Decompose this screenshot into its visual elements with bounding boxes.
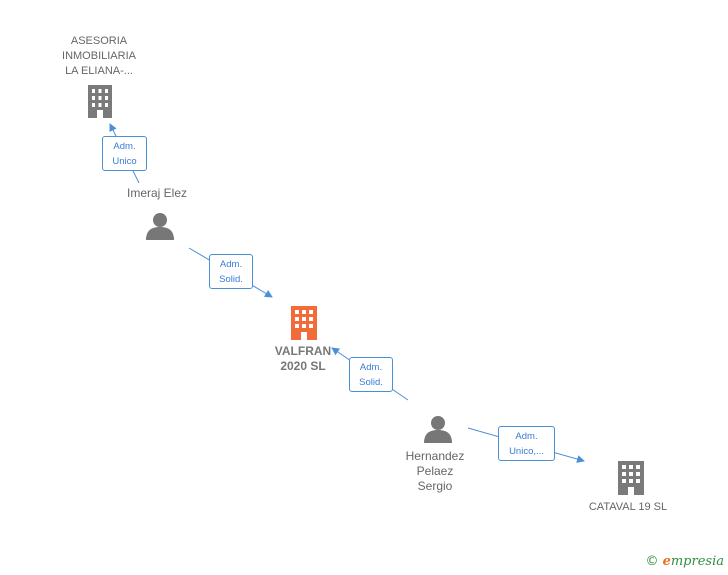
company-label-cataval[interactable]: CATAVAL 19 SL (568, 500, 688, 515)
person-icon[interactable] (146, 213, 174, 240)
building-icon[interactable] (618, 461, 644, 495)
person-label-imeraj[interactable]: Imeraj Elez (107, 186, 207, 201)
label-line: Imeraj Elez (126, 186, 188, 200)
label-line: Pelaez (416, 464, 454, 478)
label-line: CATAVAL 19 SL (588, 501, 668, 513)
person-icon[interactable] (424, 416, 452, 443)
edge-label-line: Adm. (113, 141, 136, 152)
label-line: LA ELIANA-... (65, 65, 133, 77)
person-label-hernandez[interactable]: Hernandez Pelaez Sergio (385, 449, 485, 494)
edge-label-hernandez-valfran[interactable]: Adm. Solid. (349, 357, 393, 392)
edge-label-imeraj-asesoria[interactable]: Adm. Unico (102, 136, 147, 171)
label-line: INMOBILIARIA (62, 50, 136, 62)
edge-label-line: Solid. (359, 377, 383, 388)
brand-initial: e (662, 554, 671, 569)
copyright-symbol: © (645, 554, 659, 569)
edge-label-line: Adm. (359, 362, 383, 373)
edge-label-line: Adm. (515, 431, 538, 442)
label-line: 2020 SL (280, 359, 326, 373)
label-line: ASESORIA (70, 35, 128, 47)
company-label-valfran[interactable]: VALFRAN 2020 SL (253, 344, 353, 374)
label-line: Sergio (417, 479, 453, 493)
building-icon[interactable] (291, 306, 317, 340)
company-label-asesoria[interactable]: ASESORIA INMOBILIARIA LA ELIANA-... (44, 34, 154, 79)
brand-name: mpresia (670, 554, 724, 569)
building-icon[interactable] (88, 85, 112, 118)
label-line: Hernandez (405, 449, 465, 463)
edge-label-hernandez-cataval[interactable]: Adm. Unico,... (498, 426, 555, 461)
edge-label-line: Solid. (219, 274, 243, 285)
brand-logo: © empresia (645, 554, 724, 569)
edge-label-line: Unico (112, 156, 137, 167)
label-line: VALFRAN (274, 344, 332, 358)
edge-label-line: Adm. (219, 259, 243, 270)
edge-label-imeraj-valfran[interactable]: Adm. Solid. (209, 254, 253, 289)
edge-label-line: Unico,... (509, 446, 544, 457)
